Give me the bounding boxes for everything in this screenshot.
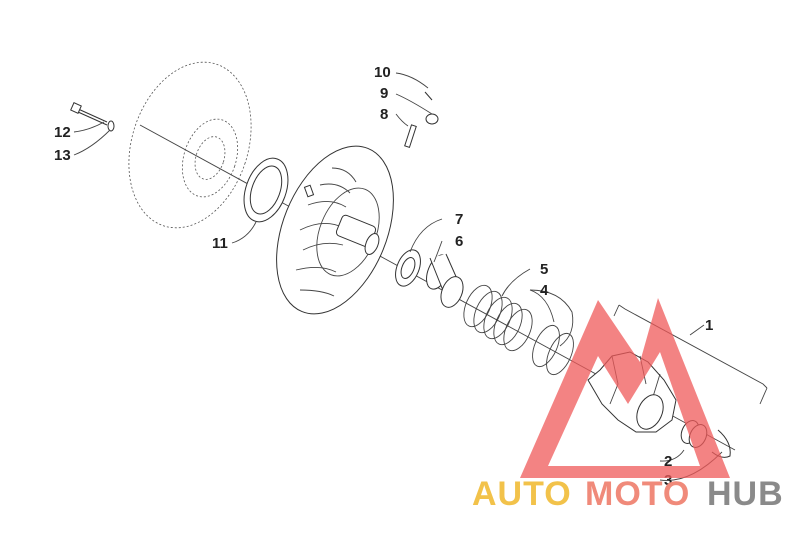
movable-sheave [276,145,394,315]
fixed-sheave [128,61,252,229]
bushing-part-6 [426,253,464,308]
callout-10: 10 [374,64,391,81]
gasket-part-11 [243,157,289,223]
callout-11: 11 [212,235,228,252]
pin-part-8 [404,124,417,149]
ring-part-4 [532,324,574,376]
callout-6: 6 [455,233,463,250]
watermark-moto: MOTO [585,475,690,513]
callout-7: 7 [455,211,463,228]
spring-part-5 [463,284,533,352]
bracket-1 [618,304,768,389]
callout-8: 8 [380,106,388,123]
callout-3: 3 [664,472,672,489]
callout-13: 13 [54,147,71,164]
watermark-text: AUTO MOTO HUB [472,475,784,513]
callout-4: 4 [540,282,549,299]
washer-part-7 [395,249,421,287]
callout-1: 1 [705,317,713,334]
watermark-logo [520,298,730,478]
callout-12: 12 [54,124,71,141]
callout-5: 5 [540,261,548,278]
watermark-auto: AUTO [472,475,572,513]
callout-9: 9 [380,85,388,102]
pin-part-10 [424,91,433,101]
callout-2: 2 [664,453,672,470]
plug-part-9 [425,113,439,125]
washer-part-13 [107,120,115,132]
bolt-part-12 [70,102,108,126]
watermark-hub: HUB [707,475,784,513]
